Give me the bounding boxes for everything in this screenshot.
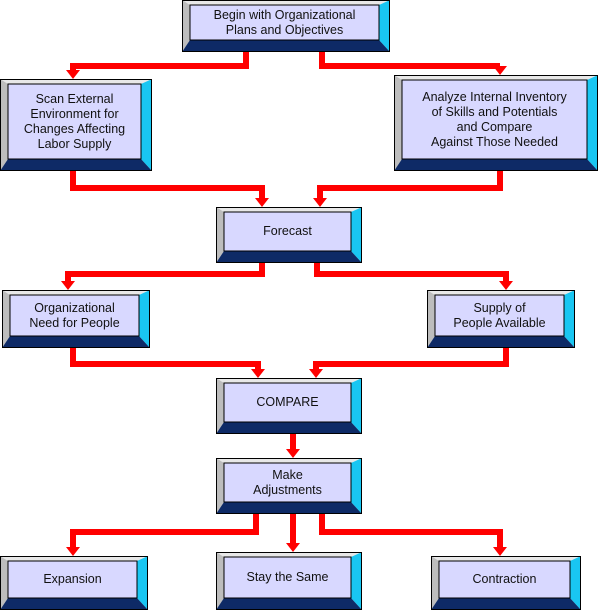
connector-arrow	[70, 171, 269, 207]
connector-arrow	[286, 434, 300, 458]
connector-arrow	[309, 348, 509, 378]
node-label-adjust: Make Adjustments	[253, 467, 322, 497]
node-box-forecast	[216, 207, 362, 263]
node-box-begin	[182, 0, 390, 52]
connector-arrow	[70, 348, 265, 378]
node-box-expansion	[0, 556, 148, 610]
node-box-analyze	[394, 75, 598, 171]
node-label-scan: Scan External Environment for Changes Af…	[23, 91, 126, 151]
connector-arrow	[286, 514, 300, 552]
node-box-need	[2, 290, 150, 348]
node-box-contraction	[431, 556, 581, 610]
node-label-contraction: Contraction	[472, 572, 537, 586]
node-label-analyze: Analyze Internal Inventory of Skills and…	[422, 89, 567, 149]
node-label-expansion: Expansion	[43, 572, 102, 586]
node-box-adjust	[216, 458, 362, 514]
connector-arrow	[314, 263, 513, 290]
node-label-begin: Begin with Organizational Plans and Obje…	[213, 7, 356, 37]
node-box-supply	[427, 290, 575, 348]
node-box-scan	[0, 79, 152, 171]
node-label-forecast: Forecast	[263, 224, 312, 238]
node-label-same: Stay the Same	[246, 570, 329, 584]
connector-layer	[61, 52, 513, 556]
node-box-compare	[216, 378, 362, 434]
node-label-compare: COMPARE	[256, 395, 319, 409]
connector-arrow	[61, 263, 265, 290]
node-label-need: Organizational Need for People	[29, 300, 120, 330]
node-label-supply: Supply of People Available	[453, 300, 546, 330]
connector-arrow	[66, 52, 249, 79]
connector-arrow	[313, 171, 503, 207]
connector-arrow	[319, 514, 507, 556]
connector-arrow	[66, 514, 259, 556]
connector-arrow	[319, 52, 507, 75]
